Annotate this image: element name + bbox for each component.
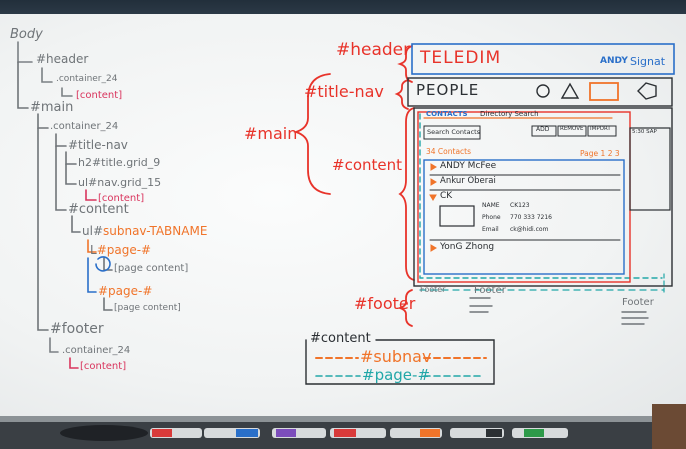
mockup-signout: Signat [630,55,666,68]
mockup-search: Search Contacts [427,128,481,136]
mockup-footer-1: Footer [420,285,446,294]
markers [150,428,568,438]
mockup-btn-import: IMPORT [590,126,611,132]
mockup-footer-3: Footer [622,297,654,308]
mockup-count: 34 Contacts [426,147,472,156]
eraser [60,425,148,441]
mockup-side-label: 5:30 SAP [632,129,657,135]
mockup-logo: TELEDIM [420,48,502,68]
mockup-detail-email-label: Email [482,226,499,233]
tree-footer-container: .container_24 [62,345,131,356]
legend-content: #content [310,331,371,346]
mockup-title: PEOPLE [416,81,480,99]
tree-page-1: L#page-# [90,244,151,256]
tree-ul-nav: ul#nav.grid_15 [78,176,162,189]
tree-page-1-label: #page-# [96,243,152,257]
tree-header: #header [36,52,89,66]
label-content: #content [332,156,402,174]
tree-page-2: #page-# [98,284,153,298]
tree-li-prefix: L [90,243,97,257]
tree-title-nav: #title-nav [68,138,128,152]
mockup-detail-phone: 770 333 7216 [510,214,552,221]
mockup-contact-4: YonG Zhong [440,242,495,252]
legend-page: #page-# [362,366,431,384]
mockup-page: Page 1 2 3 [580,149,620,158]
tree-body: Body [10,27,43,42]
tree-footer: #footer [50,321,104,337]
label-header: #header [336,40,411,60]
mockup-detail-name: CK123 [510,202,530,209]
tree-content: #content [68,202,129,217]
tree-header-content: [content] [76,90,123,101]
mockup-tab-contacts: CONTACTS [426,110,468,118]
tree-main-container: .container_24 [50,121,119,132]
legend-subnav: #subnav [360,347,432,366]
tree-title-nav-content: [content] [98,193,145,204]
mockup-btn-add: ADD [536,126,550,133]
tree-main: #main [30,100,74,115]
label-title-nav: #title-nav [304,82,384,101]
mockup-contact-3: CK [440,191,453,201]
mockup-btn-remove: REMOVE [560,126,584,132]
tree-header-container: .container_24 [56,74,118,84]
whiteboard-surface [0,14,686,418]
label-footer: #footer [354,294,416,313]
tree-h2-title: h2#title.grid_9 [78,156,161,169]
mockup-detail-phone-label: Phone [482,214,501,221]
mockup-detail-name-label: NAME [482,202,500,209]
tree-footer-content: [content] [80,361,127,372]
mockup-tab-directory: Directory Search [480,110,539,118]
tree-ul-subnav: ul#subnav-TABNAME [82,225,207,237]
mockup-footer-2: Footer [474,285,506,296]
mockup-user: ANDY [600,56,628,66]
tree-ul-prefix: ul# [82,224,103,238]
mockup-contact-1: ANDY McFee [440,161,497,171]
mockup-detail-email: ck@hidi.com [510,226,549,233]
tree-subnav-tabname: subnav-TABNAME [103,224,208,238]
label-main: #main [244,124,298,143]
mockup-contact-2: Ankur Oberai [440,176,496,186]
tree-page-content-2: [page content] [114,303,181,313]
tree-page-content-1: [page content] [114,263,189,274]
